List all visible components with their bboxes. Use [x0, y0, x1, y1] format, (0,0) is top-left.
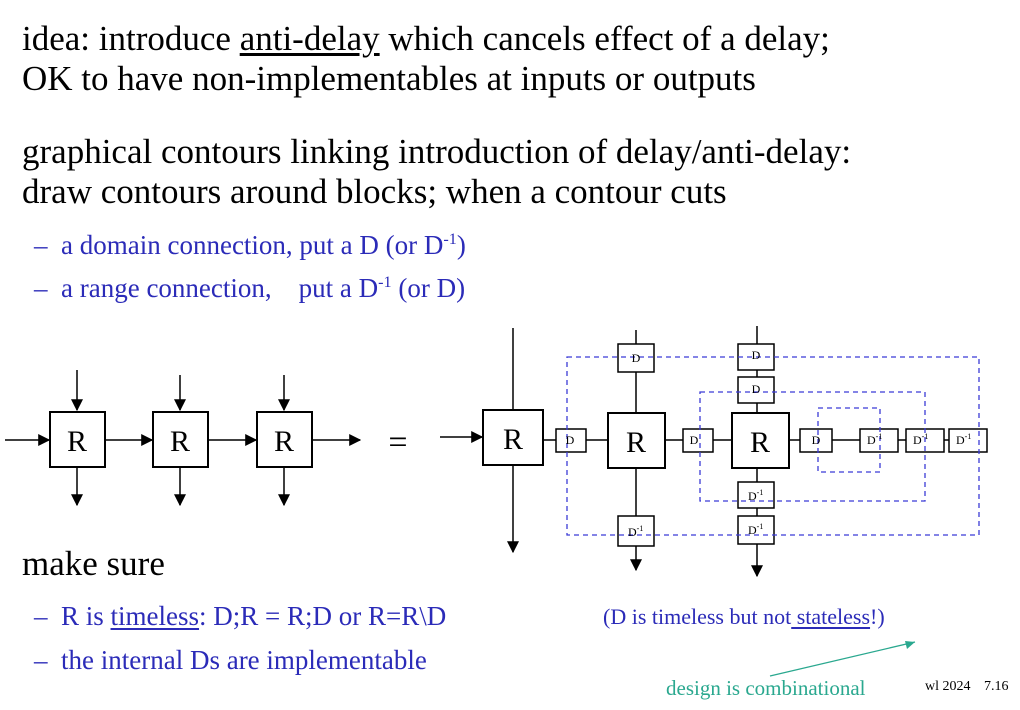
- bullet-dash: –: [34, 230, 48, 260]
- r-label: R: [626, 426, 646, 459]
- r-label: R: [274, 425, 294, 458]
- r-label: R: [750, 426, 770, 459]
- d-label: D: [752, 382, 761, 396]
- dinv-box: [617, 515, 655, 547]
- bullet-domain: – a domain connection, put a D (or D-1): [34, 230, 466, 260]
- dinv-sup: -1: [757, 488, 764, 497]
- dinv-sup: -1: [922, 432, 929, 441]
- d-box: [617, 343, 655, 373]
- stateless-note: (D is timeless but not stateless!): [603, 604, 885, 630]
- timeless-term: timeless: [110, 601, 200, 631]
- anti-delay-term: anti-delay: [239, 19, 380, 58]
- dinv-box: [737, 481, 775, 509]
- note-text: (D is timeless but not: [603, 604, 792, 629]
- dinv-label: D-1: [748, 522, 763, 537]
- r-label: R: [170, 425, 190, 458]
- middle-contour: [699, 391, 926, 502]
- bullet-text: the internal Ds are implementable: [61, 645, 427, 675]
- dinv-sup: -1: [965, 432, 972, 441]
- d-label: D: [752, 348, 761, 362]
- dinv-sup: -1: [637, 524, 644, 533]
- dinv-sup: -1: [757, 522, 764, 531]
- page-number: 7.16: [984, 679, 1009, 694]
- dinv-d: D: [748, 489, 757, 503]
- dinv-box: [948, 428, 988, 453]
- d-box: [737, 376, 775, 404]
- combinational-annotation: design is combinational: [666, 676, 866, 700]
- d-label: D: [632, 351, 641, 365]
- note-text: !): [870, 604, 885, 629]
- bullet-dash: –: [34, 601, 48, 631]
- r-block-4: [482, 409, 544, 466]
- bullet-dash: –: [34, 273, 48, 303]
- d-label: D: [566, 433, 575, 447]
- bullet-text: a range connection, put a D: [61, 273, 379, 303]
- superscript: -1: [443, 230, 457, 248]
- r-label: R: [503, 423, 523, 456]
- bullet-text: (or D): [391, 273, 466, 303]
- make-sure-heading: make sure: [22, 544, 165, 583]
- bullet-text: : D;R = R;D or R=R\D: [199, 601, 447, 631]
- dinv-label: D-1: [748, 488, 763, 503]
- dinv-d: D: [748, 523, 757, 537]
- dinv-label: D-1: [913, 432, 928, 447]
- dinv-d: D: [956, 433, 965, 447]
- heading-line-1: idea: introduce anti-delay which cancels…: [22, 20, 830, 58]
- d-label: D: [812, 433, 821, 447]
- bullet-range: – a range connection, put a D-1 (or D): [34, 273, 465, 303]
- dinv-d: D: [867, 433, 876, 447]
- footer-author: wl 2024: [925, 679, 971, 694]
- r-block-6: [731, 412, 790, 469]
- d-label: D: [690, 433, 699, 447]
- outer-contour: [566, 356, 980, 536]
- dinv-d: D: [628, 525, 637, 539]
- dinv-label: D-1: [867, 432, 882, 447]
- heading-line-2: OK to have non-implementables at inputs …: [22, 59, 756, 98]
- annotation-arrow: [769, 641, 916, 677]
- bullet-timeless: – R is timeless: D;R = R;D or R=R\D: [34, 601, 446, 631]
- heading-text: idea: introduce: [22, 19, 240, 58]
- dinv-label: D-1: [956, 432, 971, 447]
- r-label: R: [67, 425, 87, 458]
- dinv-box: [737, 515, 775, 545]
- annotation-arrowhead: [905, 641, 915, 649]
- inner-contour: [817, 407, 881, 473]
- equals-sign: =: [388, 424, 407, 461]
- bullet-text: ): [456, 230, 466, 260]
- heading-line-3: graphical contours linking introduction …: [22, 132, 852, 171]
- bullet-text: a domain connection, put a D (or D: [61, 230, 444, 260]
- stateless-term: stateless: [791, 604, 871, 629]
- bullet-implementable: – the internal Ds are implementable: [34, 645, 427, 675]
- dinv-d: D: [913, 433, 922, 447]
- r-block-5: [607, 412, 666, 469]
- bullet-text: R is: [61, 601, 111, 631]
- bullet-dash: –: [34, 645, 48, 675]
- heading-text: which cancels effect of a delay;: [379, 19, 830, 58]
- heading-line-4: draw contours around blocks; when a cont…: [22, 172, 727, 211]
- dinv-label: D-1: [628, 524, 643, 539]
- superscript: -1: [378, 273, 392, 291]
- dinv-sup: -1: [876, 432, 883, 441]
